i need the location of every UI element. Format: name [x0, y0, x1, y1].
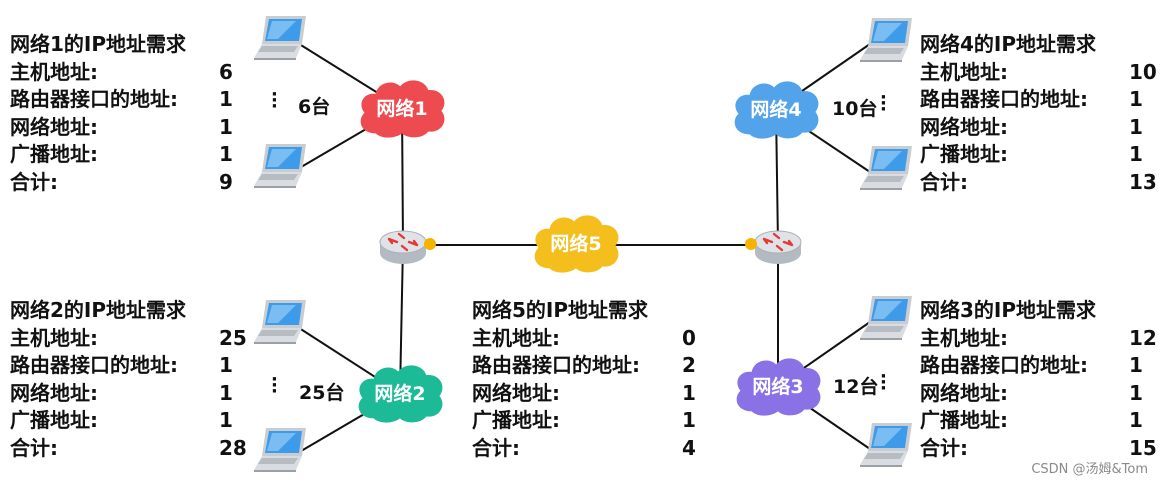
- row-value: 1: [219, 87, 233, 111]
- row-value: 10: [1129, 59, 1157, 84]
- row-value: 1: [682, 380, 696, 405]
- row-value: 1: [1129, 142, 1143, 166]
- row-value: 1: [219, 408, 233, 432]
- router-arrows: [387, 232, 419, 252]
- laptop-icon: [860, 423, 912, 467]
- row-label: 网络地址:: [920, 380, 1008, 405]
- row-value: 1: [219, 353, 233, 377]
- laptop-icon: [254, 16, 306, 60]
- row-label: 主机地址:: [10, 59, 98, 84]
- row-value: 0: [682, 325, 696, 350]
- laptop-icon: [860, 296, 912, 340]
- router-interface-dot: [424, 238, 436, 250]
- row-label: 路由器接口的地址:: [472, 353, 640, 377]
- router-icon: [745, 230, 802, 264]
- laptop-icon: [254, 144, 306, 188]
- net2-more-hosts-ellipsis: ···: [271, 369, 278, 402]
- router-interface-dot: [745, 238, 757, 250]
- row-value: 12: [1129, 325, 1157, 350]
- row-value: 1: [1129, 87, 1143, 111]
- row-label: 路由器接口的地址:: [10, 87, 178, 111]
- row-label: 合计:: [920, 169, 968, 194]
- row-label: 广播地址:: [10, 408, 98, 432]
- row-value: 1: [219, 114, 233, 139]
- net1-more-hosts-ellipsis: ···: [271, 84, 278, 117]
- row-value: 9: [219, 169, 233, 194]
- row-value: 4: [682, 435, 696, 460]
- cloud-label-net2: 网络2: [374, 382, 425, 405]
- net1-host-count: 6台: [298, 96, 331, 118]
- laptop-icon: [254, 428, 306, 472]
- table-title-text: 网络4的IP地址需求: [920, 32, 1097, 56]
- cloud-net5: 网络5: [534, 215, 619, 273]
- cloud-net3: 网络3: [736, 358, 821, 416]
- row-label: 合计:: [472, 435, 520, 460]
- row-value: 1: [1129, 353, 1143, 377]
- row-label: 路由器接口的地址:: [920, 353, 1088, 377]
- cloud-net2: 网络2: [358, 365, 443, 423]
- row-value: 1: [219, 142, 233, 166]
- cloud-label-net3: 网络3: [752, 375, 803, 398]
- row-value: 6: [219, 59, 233, 84]
- row-label: 广播地址:: [10, 142, 98, 166]
- row-label: 网络地址:: [10, 380, 98, 405]
- row-label: 广播地址:: [920, 408, 1008, 432]
- row-label: 合计:: [10, 169, 58, 194]
- row-value: 15: [1129, 435, 1157, 460]
- nodes: 网络1 网络2 网络3 网络4 网络5: [254, 16, 912, 472]
- row-label: 主机地址:: [920, 325, 1008, 350]
- router-icon: [379, 230, 436, 264]
- row-label: 路由器接口的地址:: [10, 353, 178, 377]
- row-label: 主机地址:: [472, 325, 560, 350]
- cloud-net4: 网络4: [734, 81, 819, 139]
- net3-more-hosts-ellipsis: ···: [880, 366, 887, 399]
- row-label: 网络地址:: [920, 114, 1008, 139]
- router-arrows: [762, 232, 794, 252]
- row-label: 主机地址:: [10, 325, 98, 350]
- row-label: 广播地址:: [920, 142, 1008, 166]
- table-title-text: 网络5的IP地址需求: [472, 298, 649, 322]
- row-label: 主机地址:: [920, 59, 1008, 84]
- row-value: 1: [682, 408, 696, 432]
- laptop-icon: [254, 300, 306, 344]
- row-value: 25: [219, 325, 247, 350]
- row-value: 1: [219, 380, 233, 405]
- table-title-text: 网络1的IP地址需求: [10, 32, 187, 56]
- net2-host-count: 25台: [299, 382, 345, 404]
- row-label: 路由器接口的地址:: [920, 87, 1088, 111]
- row-label: 合计:: [920, 435, 968, 460]
- row-label: 网络地址:: [10, 114, 98, 139]
- cloud-label-net5: 网络5: [550, 232, 601, 255]
- cloud-label-net4: 网络4: [750, 98, 801, 121]
- cloud-net1: 网络1: [360, 80, 445, 138]
- table-title-text: 网络2的IP地址需求: [10, 298, 187, 322]
- link-router1-net2: [399, 244, 404, 394]
- row-value: 1: [1129, 408, 1143, 432]
- net4-host-count: 10台: [832, 98, 878, 120]
- net4-more-hosts-ellipsis: ···: [880, 87, 887, 120]
- row-value: 2: [682, 353, 696, 377]
- watermark: CSDN @汤姆&Tom: [1031, 462, 1148, 477]
- row-label: 广播地址:: [472, 408, 560, 432]
- cloud-label-net1: 网络1: [376, 97, 427, 120]
- row-value: 1: [1129, 380, 1143, 405]
- laptop-icon: [860, 18, 912, 62]
- row-value: 1: [1129, 114, 1143, 139]
- row-label: 网络地址:: [472, 380, 560, 405]
- row-value: 13: [1129, 169, 1157, 194]
- table-title-text: 网络3的IP地址需求: [920, 298, 1097, 322]
- router-top: [379, 230, 427, 254]
- router-top: [754, 230, 802, 254]
- laptop-icon: [860, 146, 912, 190]
- row-label: 合计:: [10, 435, 58, 460]
- row-value: 28: [219, 435, 247, 460]
- net3-host-count: 12台: [833, 376, 879, 398]
